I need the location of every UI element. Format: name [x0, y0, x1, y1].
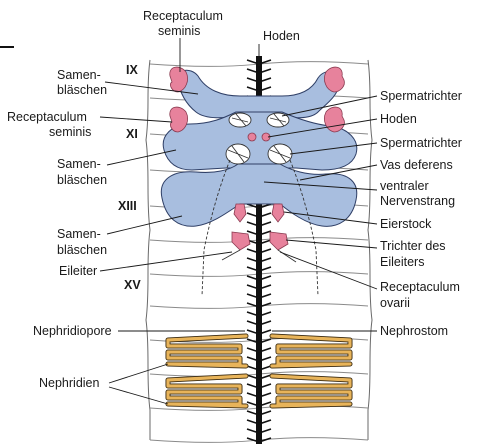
- label-vas-deferens: Vas deferens: [380, 158, 453, 172]
- label-samenblaeschen-2: Samen- bläschen: [57, 157, 107, 187]
- receptaculum-seminis-left-2: [169, 106, 188, 133]
- testes-and-sperm-funnels: [201, 112, 319, 297]
- label-nephridien: Nephridien: [39, 376, 100, 390]
- label-hoden-top: Hoden: [263, 29, 300, 43]
- nerve-cord-ganglion-spike: [246, 212, 272, 218]
- leader-samenblaeschen-3: [106, 215, 183, 235]
- leader-eierstock: [283, 211, 378, 225]
- label-nephridiopore: Nephridiopore: [33, 324, 112, 338]
- vas-deferens-right: [289, 159, 319, 297]
- nerve-cord-ganglion-spike: [246, 392, 272, 398]
- leader-receptaculum-seminis-left: [99, 116, 173, 123]
- body-outline: [145, 59, 373, 440]
- label-ventraler-nervenstrang: ventraler Nervenstrang: [380, 179, 455, 208]
- ovaries-and-oviducts: [221, 203, 297, 263]
- nerve-cord-ganglion-spike: [246, 275, 272, 281]
- nerve-cord-ganglion-spike: [246, 329, 272, 335]
- nerve-cord-ganglion-spike: [246, 68, 272, 74]
- nerve-cord-ganglion-spike: [246, 86, 272, 92]
- nerve-cord-ganglion-spike: [246, 230, 272, 236]
- label-nephrostom: Nephrostom: [380, 324, 448, 338]
- label-spermatrichter-2: Spermatrichter: [380, 136, 462, 150]
- nerve-cord-ganglion-spike: [246, 302, 272, 308]
- nephridium-coil: [166, 374, 248, 408]
- nerve-cord-ganglion-spike: [246, 266, 272, 272]
- nerve-cord-ganglion-spike: [246, 221, 272, 227]
- nerve-cord-ganglion-spike: [246, 347, 272, 353]
- leader-spermatrichter-1: [281, 95, 378, 117]
- seminal-vesicle-posterior: [160, 163, 358, 227]
- vas-deferens-left: [201, 159, 231, 297]
- label-eileiter: Eileiter: [59, 264, 97, 278]
- nephridia: [165, 333, 353, 409]
- leader-spermatrichter-2: [289, 142, 378, 155]
- nerve-cord-ganglion-spike: [246, 365, 272, 371]
- nerve-cord-ganglion-spike: [246, 428, 272, 434]
- nerve-cord-ganglion-spike: [246, 419, 272, 425]
- nerve-cord-ganglion-spike: [246, 383, 272, 389]
- nerve-cord-ganglion-spike: [246, 356, 272, 362]
- oviduct-funnel-right: [269, 231, 289, 251]
- nerve-cord-ganglion-spike: [246, 437, 272, 443]
- nephridium-coil: [166, 334, 248, 368]
- nerve-cord-ganglion-spike: [246, 410, 272, 416]
- nephridium-coil: [270, 334, 352, 368]
- ovary-left: [233, 203, 247, 223]
- leader-receptaculum-ovarii: [279, 251, 378, 290]
- nerve-cord-ganglion-spike: [246, 203, 272, 209]
- label-spermatrichter-1: Spermatrichter: [380, 89, 462, 103]
- leader-trichter-des-eileiters: [285, 239, 378, 249]
- label-receptaculum-seminis-top: Receptaculum seminis: [143, 9, 226, 38]
- receptaculum-seminis-right-1: [324, 66, 345, 93]
- nerve-cord-ganglion-spike: [246, 293, 272, 299]
- oviduct-funnel-left: [231, 231, 251, 251]
- nerve-cord-ganglion-spike: [246, 311, 272, 317]
- nerve-cord-strand: [256, 56, 262, 444]
- leader-ventraler-nervenstrang: [263, 181, 378, 191]
- nerve-cord-ganglion-spike: [246, 248, 272, 254]
- testis-left: [247, 132, 257, 142]
- leader-nephridien-1: [108, 363, 169, 384]
- segment-numeral-ix: IX: [126, 63, 138, 77]
- leader-hoden-right: [267, 118, 378, 138]
- label-eierstock: Eierstock: [380, 217, 432, 231]
- seminal-vesicles: [160, 69, 358, 227]
- label-samenblaeschen-3: Samen- bläschen: [57, 227, 107, 257]
- nerve-cord-ganglion-spike: [246, 401, 272, 407]
- segment-numeral-xv: XV: [124, 278, 141, 292]
- nerve-cord-ganglion-spike: [246, 374, 272, 380]
- leader-samenblaeschen-1: [104, 81, 199, 95]
- nerve-cord-ganglion-spike: [246, 239, 272, 245]
- nerve-cord-ganglion-spike: [246, 257, 272, 263]
- nerve-cord-ganglion-spike: [246, 284, 272, 290]
- label-receptaculum-ovarii: Receptaculum ovarii: [380, 280, 463, 310]
- receptaculum-seminis-right-2: [324, 106, 345, 133]
- receptacula-seminis: [169, 66, 345, 133]
- label-receptaculum-seminis-left: Receptaculum seminis: [7, 110, 91, 139]
- label-samenblaeschen-1: Samen- bläschen: [57, 68, 107, 97]
- leader-nephridien-2: [108, 386, 169, 405]
- leader-vas-deferens: [299, 164, 378, 181]
- nerve-cord-ganglion-spike: [246, 77, 272, 83]
- nerve-cord-ganglion-spike: [246, 320, 272, 326]
- segment-numeral-xi: XI: [126, 127, 138, 141]
- leader-eileiter: [99, 251, 233, 272]
- leader-samenblaeschen-2: [106, 149, 177, 166]
- label-hoden-right: Hoden: [380, 112, 417, 126]
- receptaculum-seminis-left-1: [169, 66, 188, 93]
- segment-numeral-xiii: XIII: [118, 199, 137, 213]
- label-trichter-des-eileiters: Trichter des Eileiters: [380, 239, 449, 269]
- nerve-cord-ganglion-spike: [246, 338, 272, 344]
- ovary-right: [271, 203, 285, 223]
- nephridium-coil: [270, 374, 352, 408]
